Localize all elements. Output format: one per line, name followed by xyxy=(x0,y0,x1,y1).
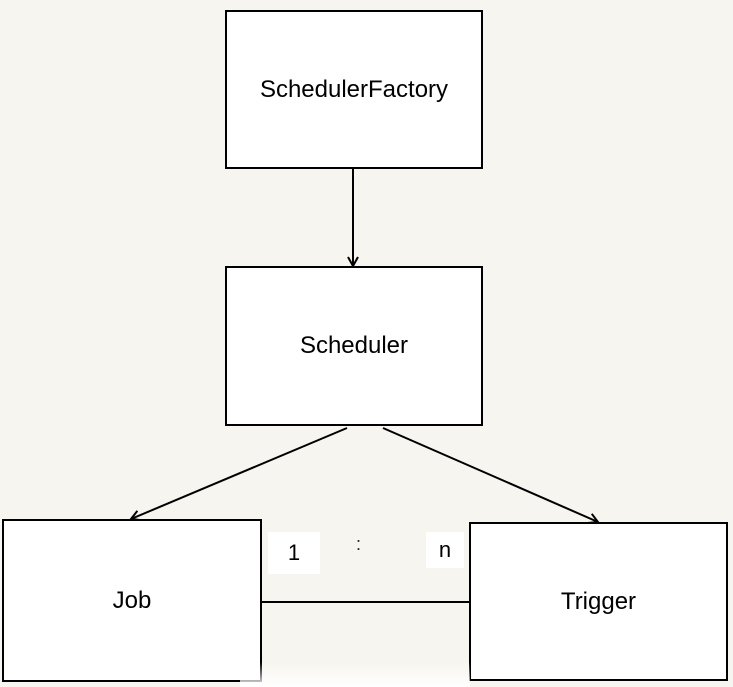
job-label: Job xyxy=(112,586,152,614)
scheduler-label: Scheduler xyxy=(299,332,409,359)
edge-scheduler-to-job xyxy=(131,427,348,519)
schedulerfactory-label: SchedulerFactory xyxy=(259,75,449,103)
scheduler-box: Scheduler xyxy=(225,266,483,426)
multiplicity-left-text: 1 xyxy=(287,540,301,565)
multiplicity-left-label: 1 xyxy=(268,532,320,574)
multiplicity-separator: : xyxy=(356,534,361,555)
multiplicity-separator-text: : xyxy=(356,534,362,554)
schedulerfactory-box: SchedulerFactory xyxy=(225,10,483,169)
multiplicity-right-text: n xyxy=(438,537,452,562)
multiplicity-right-label: n xyxy=(426,532,464,568)
bottom-faded-watermark xyxy=(240,662,470,687)
trigger-box: Trigger xyxy=(469,522,728,681)
job-box: Job xyxy=(2,519,262,682)
trigger-label: Trigger xyxy=(560,587,637,615)
edge-scheduler-to-trigger xyxy=(382,427,598,522)
